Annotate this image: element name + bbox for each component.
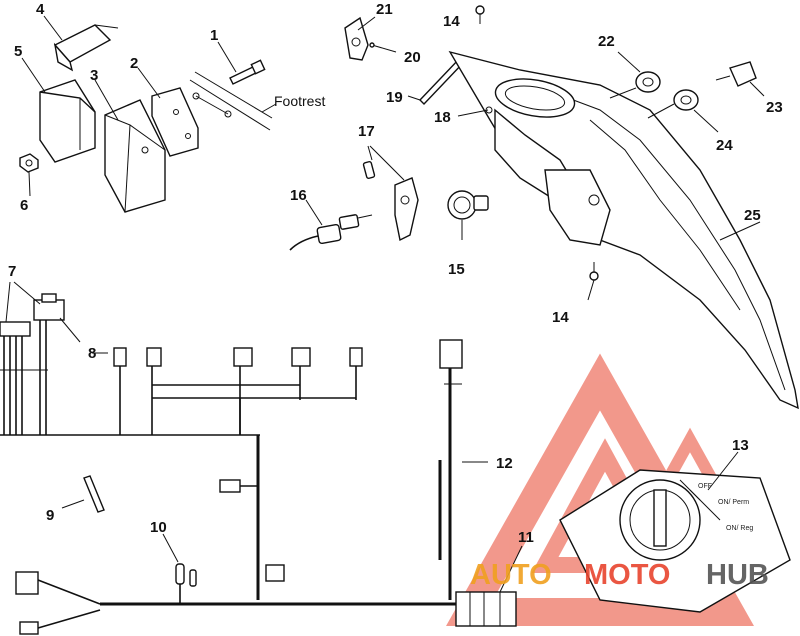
part-9-tie — [61, 475, 105, 513]
part-12-harness-right — [438, 339, 488, 600]
watermark-word-hub: HUB — [706, 559, 769, 591]
callout-6: 6 — [20, 197, 28, 214]
callout-22: 22 — [598, 33, 615, 50]
callout-14-bottom: 14 — [552, 309, 569, 326]
harness-connectors-row — [92, 347, 363, 435]
callout-9: 9 — [46, 507, 54, 524]
part-1-bolt — [189, 59, 277, 131]
callout-14-top: 14 — [443, 13, 460, 30]
callout-25: 25 — [744, 207, 761, 224]
part-17-lever — [362, 145, 419, 242]
part-24-grommet — [647, 89, 719, 133]
switch-on-perm-label: ON/ Perm — [718, 499, 749, 506]
callout-1: 1 — [210, 27, 218, 44]
callout-19: 19 — [386, 89, 403, 106]
callout-13: 13 — [732, 437, 749, 454]
part-2-small-plate — [151, 87, 199, 157]
part-16-sensor — [289, 199, 373, 251]
callout-16: 16 — [290, 187, 307, 204]
part-21-bracket — [344, 16, 376, 61]
part-6-nut — [19, 153, 39, 173]
part-14-screw-top — [475, 5, 485, 24]
label-footrest: Footrest — [274, 93, 325, 109]
part-15-plug — [447, 190, 489, 240]
callout-20: 20 — [404, 49, 421, 66]
part-20-pin — [369, 42, 397, 53]
part-11-connector — [455, 545, 523, 627]
part-4-strap-bracket — [53, 24, 119, 72]
callout-8: 8 — [88, 345, 96, 362]
harness-left-bundle — [0, 320, 260, 436]
callout-17: 17 — [358, 123, 375, 140]
callout-18: 18 — [434, 109, 451, 126]
callout-21: 21 — [376, 1, 393, 18]
part-10-fuse — [162, 533, 197, 604]
callout-labels: 4 5 3 2 1 Footrest 6 21 20 14 19 18 17 1… — [8, 1, 783, 546]
part-23-key — [715, 61, 765, 97]
part-22-grommet — [609, 51, 661, 99]
callout-7: 7 — [8, 263, 16, 280]
callout-2: 2 — [130, 55, 138, 72]
switch-position-labels: OFF ON/ Perm ON/ Reg — [698, 483, 753, 532]
part-14-screw-bottom — [587, 262, 599, 301]
part-3-plate — [104, 99, 166, 213]
harness-trunk — [100, 435, 460, 606]
leader-18 — [457, 106, 493, 117]
switch-off-label: OFF — [698, 483, 712, 490]
callout-4: 4 — [36, 1, 45, 18]
part-5-module-box — [39, 79, 96, 163]
callout-24: 24 — [716, 137, 733, 154]
watermark-text: AUTO MOTO HUB — [470, 559, 769, 591]
leader-lines-upper-left — [21, 15, 237, 197]
switch-on-reg-label: ON/ Reg — [726, 525, 753, 532]
part-7-connector — [0, 281, 81, 343]
callout-11: 11 — [518, 529, 534, 546]
callout-23: 23 — [766, 99, 783, 116]
watermark-word-auto: AUTO — [470, 559, 552, 591]
watermark-word-moto: MOTO — [584, 559, 670, 591]
callout-10: 10 — [150, 519, 167, 536]
part-13-ignition-switch — [559, 451, 791, 613]
harness-end-connector — [15, 571, 101, 635]
callout-3: 3 — [90, 67, 98, 84]
callout-15: 15 — [448, 261, 465, 278]
callout-5: 5 — [14, 43, 22, 60]
callout-12: 12 — [496, 455, 513, 472]
part-25-housing — [448, 50, 799, 410]
